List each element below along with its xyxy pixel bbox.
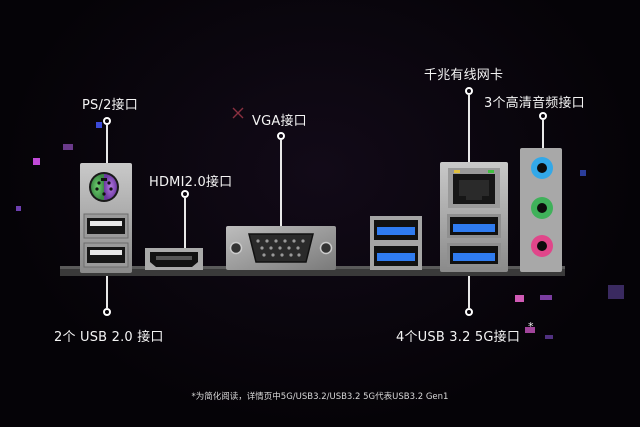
lan-label: 千兆有线网卡	[424, 68, 504, 83]
glitch-pixel	[63, 144, 73, 150]
hdmi-callout-line	[184, 198, 186, 248]
usb3-label: 4个USB 3.2 5G接口	[396, 330, 521, 345]
audio-label: 3个高清音频接口	[484, 96, 585, 111]
usb2-callout-line	[106, 276, 108, 308]
usb3-asterisk: *	[528, 320, 534, 333]
ps2-usb-stack	[80, 163, 132, 273]
glitch-pixel	[525, 327, 535, 333]
vga-callout-dot	[277, 132, 285, 140]
glitch-pixel	[580, 170, 586, 176]
lan-usb3-stack	[440, 162, 508, 272]
vga-callout-line	[280, 140, 282, 226]
usb2-label: 2个 USB 2.0 接口	[54, 330, 164, 345]
usb2-callout-dot	[103, 308, 111, 316]
ps2-callout-dot	[103, 117, 111, 125]
audio-callout-line	[542, 120, 544, 148]
ps2-callout-line	[106, 125, 108, 163]
audio-jacks	[520, 148, 562, 272]
glitch-x-mark	[232, 104, 244, 119]
lan-callout-line	[468, 95, 470, 162]
vga-label: VGA接口	[252, 114, 307, 129]
glitch-pixel	[540, 295, 552, 300]
usb3-stack-left	[370, 216, 422, 270]
glitch-pixel	[515, 295, 524, 302]
hdmi-callout-dot	[181, 190, 189, 198]
lan-callout-dot	[465, 87, 473, 95]
vga-port	[226, 226, 336, 270]
glitch-pixel	[33, 158, 40, 165]
board-base	[60, 266, 565, 276]
hdmi-port	[145, 248, 203, 270]
footnote: *为简化阅读，详情页中5G/USB3.2/USB3.2 5G代表USB3.2 G…	[191, 392, 449, 402]
usb3-callout-line	[468, 276, 470, 308]
usb3-callout-dot	[465, 308, 473, 316]
glitch-pixel	[16, 206, 21, 211]
ps2-label: PS/2接口	[82, 98, 138, 113]
audio-callout-dot	[539, 112, 547, 120]
hdmi-label: HDMI2.0接口	[149, 175, 233, 190]
glitch-pixel	[608, 285, 624, 299]
glitch-pixel	[96, 122, 102, 128]
glitch-pixel	[545, 335, 553, 339]
